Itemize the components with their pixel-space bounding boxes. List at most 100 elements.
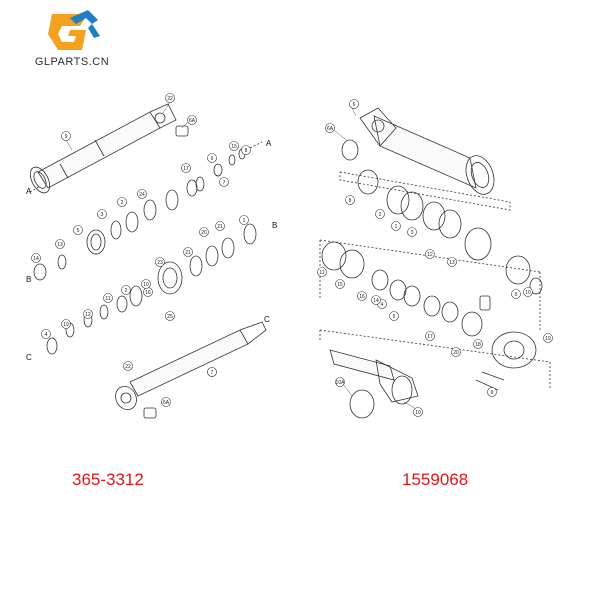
section-letter: B	[272, 221, 277, 230]
callout-bubble: 8	[345, 195, 355, 205]
callout-number: 7	[211, 370, 214, 376]
left-callouts: 2296A15817672423514131212021231625419121…	[31, 93, 251, 407]
callout-bubble: 6	[349, 99, 359, 109]
callout-bubble: 1	[391, 221, 401, 231]
callout-bubble: 23	[155, 257, 165, 267]
callout-bubble: 24	[137, 189, 147, 199]
callout-number: 11	[105, 296, 110, 302]
left-part-number: 365-3312	[72, 470, 144, 489]
callout-number: 4	[45, 332, 48, 338]
callout-bubble: 22	[165, 93, 175, 103]
callout-bubble: 2	[121, 285, 131, 295]
callout-number: 20	[201, 230, 207, 236]
brand-logo	[22, 6, 122, 78]
callout-number: 21	[217, 224, 223, 230]
section-letter: C	[26, 353, 32, 362]
callout-bubble: 10	[141, 279, 151, 289]
callout-number: 12	[85, 312, 91, 318]
callout-number: 21	[185, 250, 191, 256]
callout-bubble: 13	[55, 239, 65, 249]
callout-number: 1	[243, 218, 246, 224]
callout-number: 15	[337, 282, 343, 288]
callout-bubble: 15	[229, 141, 239, 151]
callout-bubble: 8	[241, 145, 251, 155]
callout-number: 13	[449, 260, 455, 266]
callout-bubble: 19	[543, 333, 553, 343]
callout-number: 2	[125, 288, 128, 294]
callout-bubble: 14	[31, 253, 41, 263]
right-part-number: 1559068	[402, 470, 469, 489]
callout-bubble: 5	[73, 225, 83, 235]
callout-number: 16	[145, 290, 151, 296]
section-letter: A	[26, 187, 32, 196]
callout-number: 9	[65, 134, 68, 140]
callout-bubble: 2	[375, 209, 385, 219]
section-letter: B	[26, 275, 31, 284]
callout-number: 8	[349, 198, 352, 204]
callout-bubble: 16	[357, 291, 367, 301]
callout-number: 19	[545, 336, 551, 342]
callout-number: 19	[63, 322, 69, 328]
callout-number: 5	[515, 292, 518, 298]
callout-number: 22	[125, 364, 131, 370]
gear-logo-icon	[48, 10, 100, 50]
callout-number: 24	[139, 192, 145, 198]
callout-number: 16	[359, 294, 365, 300]
callout-bubble: 3	[407, 227, 417, 237]
callout-bubble: 7	[207, 367, 217, 377]
callout-bubble: 21	[183, 247, 193, 257]
callout-bubble: 10	[523, 287, 533, 297]
callout-number: 6A	[163, 400, 170, 406]
brand-name: GLPARTS.CN	[34, 56, 110, 68]
callout-bubble: 14	[371, 295, 381, 305]
callout-number: 10	[415, 410, 421, 416]
callout-bubble: 15	[335, 279, 345, 289]
callout-bubble: 9	[61, 131, 71, 141]
right-cylinder-diagram	[319, 107, 551, 419]
callout-bubble: 20	[451, 347, 461, 357]
callout-number: 6	[353, 102, 356, 108]
callout-number: 12	[427, 252, 433, 258]
callout-bubble: 10	[413, 407, 423, 417]
callout-bubble: 10A	[335, 377, 346, 387]
callout-number: 6	[211, 156, 214, 162]
callout-bubble: 19	[61, 319, 71, 329]
callout-bubble: 25	[165, 311, 175, 321]
callout-bubble: 21	[215, 221, 225, 231]
callout-number: 4	[381, 302, 384, 308]
callout-number: 6A	[327, 126, 334, 132]
callout-bubble: 6A	[161, 397, 171, 407]
callout-number: 14	[373, 298, 379, 304]
callout-number: 5	[77, 228, 80, 234]
callout-number: 13	[57, 242, 63, 248]
callout-number: 10A	[336, 380, 346, 386]
callout-number: 15	[231, 144, 237, 150]
left-cylinder-diagram	[29, 103, 267, 419]
callout-number: 18	[475, 342, 481, 348]
callout-number: 10	[143, 282, 149, 288]
callout-bubble: 6A	[325, 123, 335, 133]
callout-bubble: 16	[143, 287, 153, 297]
callout-number: 3	[411, 230, 414, 236]
callout-bubble: 7	[219, 177, 229, 187]
callout-number: 2	[379, 212, 382, 218]
callout-number: 8	[245, 148, 248, 154]
callout-bubble: 20	[199, 227, 209, 237]
callout-bubble: 9	[487, 387, 497, 397]
callout-number: 14	[33, 256, 39, 262]
callout-bubble: 11	[317, 267, 327, 277]
callout-bubble: 17	[181, 163, 191, 173]
callout-number: 6A	[189, 118, 196, 124]
callout-number: 23	[157, 260, 163, 266]
callout-bubble: 12	[83, 309, 93, 319]
callout-bubble: 11	[103, 293, 113, 303]
callout-number: 5	[393, 314, 396, 320]
callout-number: 17	[183, 166, 189, 172]
callout-bubble: 12	[425, 249, 435, 259]
callout-bubble: 6A	[187, 115, 197, 125]
callout-bubble: 4	[41, 329, 51, 339]
callout-number: 9	[491, 390, 494, 396]
callout-number: 1	[395, 224, 398, 230]
